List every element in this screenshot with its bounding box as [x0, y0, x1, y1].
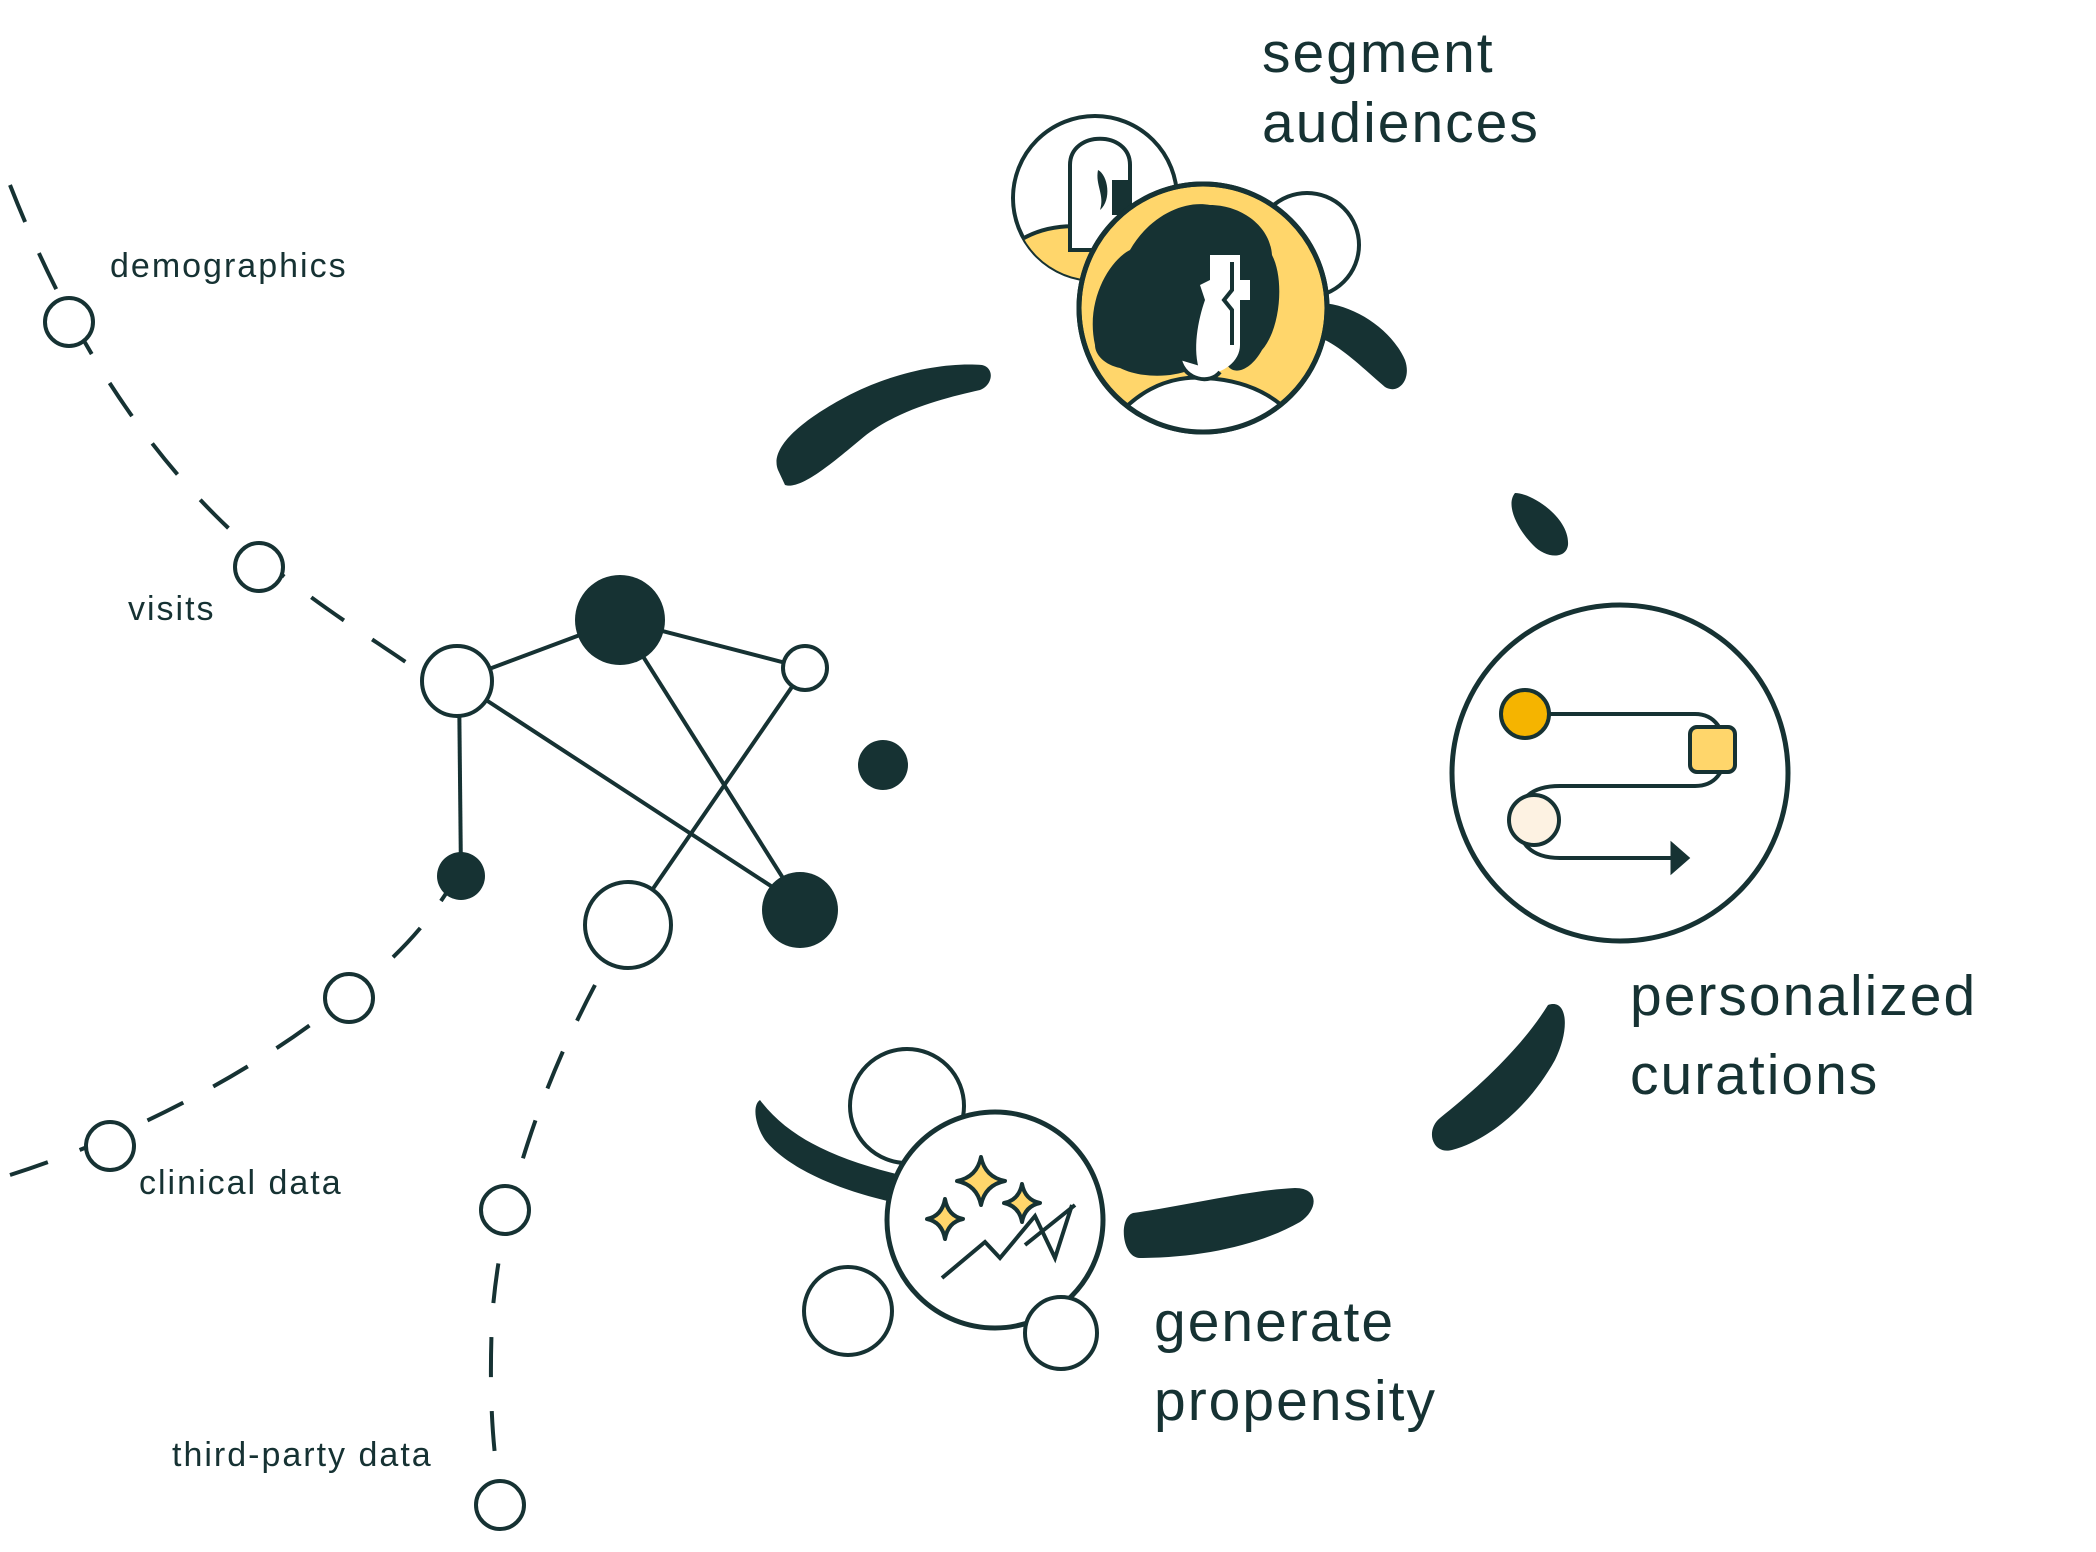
personalized-curations-label-line1: personalized: [1630, 964, 1977, 1028]
floating-dot: [858, 740, 908, 790]
brush-stroke: [755, 1100, 900, 1202]
third-party-data-node: [474, 1479, 526, 1531]
network-node: [583, 880, 673, 970]
clinical-node-upper: [323, 972, 375, 1024]
clinical-data-path: [9, 869, 462, 1177]
visits-label: visits: [128, 590, 216, 628]
source-paths: [8, 184, 597, 1552]
demographics-node: [43, 296, 95, 348]
third-party-node-upper: [479, 1184, 531, 1236]
network-node: [575, 575, 665, 665]
network-graph: [420, 575, 908, 970]
third-party-data-path: [488, 984, 597, 1552]
sparkle-left: [925, 1197, 965, 1241]
network-node: [781, 644, 829, 692]
brush-stroke: [1123, 1188, 1314, 1258]
brush-stroke: [776, 364, 991, 486]
brush-stroke: [1511, 493, 1569, 556]
brush-stroke: [1431, 1004, 1565, 1151]
clinical-data-label: clinical data: [139, 1164, 343, 1202]
demographics-label: demographics: [110, 247, 348, 285]
journey-step-square: [1688, 725, 1737, 774]
journey-flow-icon: [1449, 602, 1791, 944]
segment-audiences-label-line2: audiences: [1262, 91, 1540, 155]
generate-propensity-label-line2: propensity: [1154, 1369, 1437, 1433]
personalized-curations-label-line2: curations: [1630, 1043, 1879, 1107]
clinical-data-node: [84, 1120, 136, 1172]
network-node: [437, 852, 485, 900]
brush-stroke: [1312, 303, 1407, 390]
segment-audiences-label-line1: segment: [1262, 21, 1495, 85]
source-nodes: [43, 296, 531, 1531]
journey-start-dot: [1499, 688, 1551, 740]
visits-node: [233, 541, 285, 593]
network-node: [420, 644, 494, 718]
generate-propensity-label-line1: generate: [1154, 1290, 1395, 1354]
network-node: [762, 872, 838, 948]
sparkle-trend-icon: [802, 1047, 1106, 1371]
demographics-path: [8, 184, 412, 667]
journey-next-dot: [1507, 793, 1561, 847]
third-party-data-label: third-party data: [172, 1436, 433, 1474]
sparkle-right: [1002, 1182, 1042, 1224]
audience-portrait-icon: [1011, 114, 1361, 435]
sparkle-large: [955, 1155, 1007, 1207]
cycle-strokes: [755, 303, 1569, 1258]
